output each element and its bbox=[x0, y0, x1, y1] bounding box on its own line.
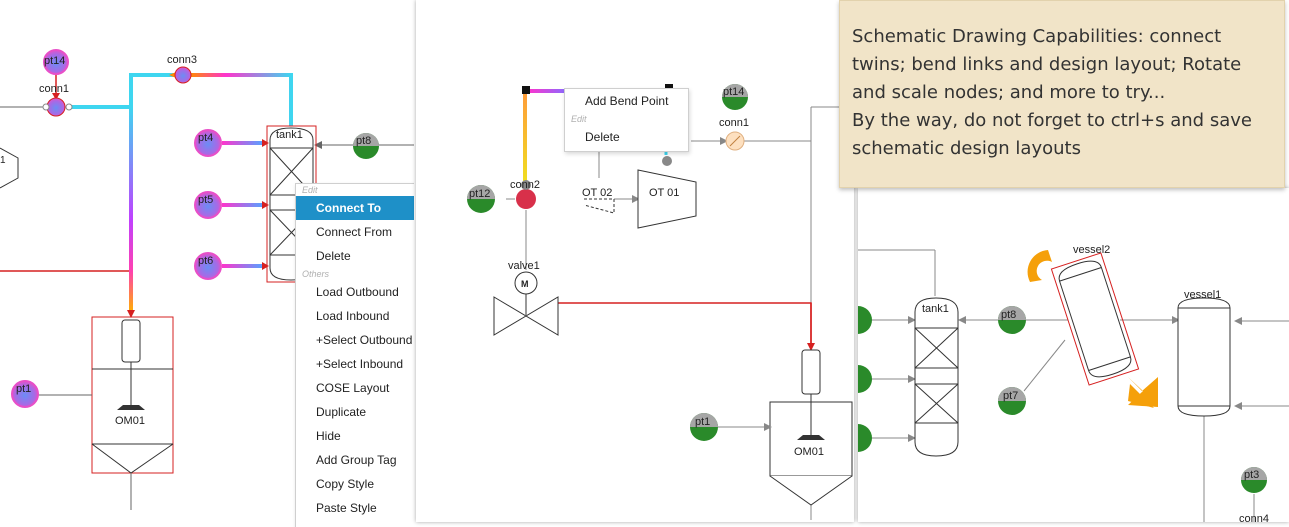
menu-item-delete[interactable]: Delete bbox=[585, 130, 620, 144]
menu-item-select-outbound[interactable]: +Select Outbound bbox=[316, 333, 413, 347]
context-menu-bend: Add Bend Point Edit Delete bbox=[564, 88, 689, 152]
menu-item-connect-to[interactable]: Connect To bbox=[296, 196, 414, 220]
menu-item-cose-layout[interactable]: COSE Layout bbox=[316, 381, 390, 395]
partial-label: 1 bbox=[0, 155, 6, 166]
conn4-label: conn4 bbox=[1239, 513, 1269, 522]
schematic-canvas-3[interactable]: tank1 pt8 pt7 vessel2 vessel1 bbox=[858, 188, 1289, 522]
pt7-label: pt7 bbox=[1003, 390, 1018, 402]
tank1-label: tank1 bbox=[276, 129, 303, 141]
schematic-canvas-2[interactable]: conn2 pt12 OT 02 OT 01 pt14 conn1 M valv… bbox=[416, 0, 854, 522]
pt3-label: pt3 bbox=[1244, 469, 1259, 481]
tank1-label: tank1 bbox=[922, 303, 949, 315]
conn3-tank1-link[interactable] bbox=[190, 73, 293, 126]
pt5-node[interactable]: pt5 bbox=[194, 191, 222, 219]
ot01-label: OT 01 bbox=[649, 187, 679, 199]
conn3-node[interactable]: conn3 bbox=[167, 54, 197, 84]
om01-label: OM01 bbox=[794, 446, 824, 458]
partial-node-left[interactable] bbox=[0, 147, 19, 189]
pt12-node[interactable]: pt12 bbox=[467, 185, 495, 213]
note-line-2: By the way, do not forget to ctrl+s and … bbox=[852, 110, 1252, 159]
menu-item-add-group-tag[interactable]: Add Group Tag bbox=[316, 453, 397, 467]
pt14-label: pt14 bbox=[44, 55, 65, 67]
menu-item-load-outbound[interactable]: Load Outbound bbox=[316, 285, 399, 299]
vessel2-node[interactable]: vessel2 bbox=[1050, 244, 1140, 386]
schematic-panel-connect[interactable]: 1 tank1 bbox=[0, 0, 414, 527]
scale-handle-icon[interactable] bbox=[1128, 377, 1158, 408]
pt5-label: pt5 bbox=[198, 194, 213, 206]
capabilities-note: Schematic Drawing Capabilities: connect … bbox=[839, 0, 1285, 188]
pt8-node[interactable]: pt8 bbox=[353, 133, 379, 159]
om01-node[interactable]: OM01 bbox=[91, 316, 174, 510]
pt8-node[interactable]: pt8 bbox=[998, 306, 1026, 334]
conn1-label: conn1 bbox=[39, 83, 69, 95]
menu-item-delete[interactable]: Delete bbox=[316, 249, 351, 263]
pt4-label: pt4 bbox=[198, 132, 213, 144]
red-link-valve[interactable] bbox=[558, 302, 812, 345]
pt3-node[interactable]: pt3 bbox=[1241, 467, 1267, 493]
schematic-panel-rotate[interactable]: tank1 pt8 pt7 vessel2 vessel1 bbox=[858, 188, 1289, 522]
ot01-node[interactable]: OT 01 bbox=[637, 169, 697, 229]
menu-item-paste-style[interactable]: Paste Style bbox=[316, 501, 377, 515]
red-link[interactable] bbox=[0, 110, 132, 272]
om01-label: OM01 bbox=[115, 415, 145, 427]
pt1-node[interactable]: pt1 bbox=[11, 380, 39, 408]
pt14-label: pt14 bbox=[723, 86, 744, 98]
pt14-node[interactable]: pt14 bbox=[43, 49, 69, 75]
pt7-node[interactable]: pt7 bbox=[998, 387, 1026, 415]
pt4-node[interactable]: pt4 bbox=[194, 129, 222, 157]
conn2-node[interactable]: conn2 bbox=[510, 179, 540, 209]
conn1-label: conn1 bbox=[719, 117, 749, 129]
conn2-label: conn2 bbox=[510, 179, 540, 191]
menu-item-select-inbound[interactable]: +Select Inbound bbox=[316, 357, 404, 371]
pt8-label: pt8 bbox=[1001, 309, 1016, 321]
conn3-label: conn3 bbox=[167, 54, 197, 66]
pt14-node[interactable]: pt14 bbox=[722, 84, 748, 110]
pt8-label: pt8 bbox=[356, 135, 371, 147]
ot02-node[interactable]: OT 02 bbox=[582, 187, 615, 214]
menu-item-hide[interactable]: Hide bbox=[316, 429, 341, 443]
pt1-label: pt1 bbox=[695, 416, 710, 428]
rotate-handle-icon[interactable] bbox=[1027, 250, 1052, 282]
schematic-canvas-1[interactable]: 1 tank1 bbox=[0, 0, 414, 527]
bend-handle[interactable] bbox=[522, 86, 530, 94]
gradient-link-om01[interactable] bbox=[129, 107, 133, 312]
menu-item-load-inbound[interactable]: Load Inbound bbox=[316, 309, 390, 323]
cyan-link[interactable] bbox=[68, 73, 176, 109]
pt1-node[interactable]: pt1 bbox=[690, 413, 718, 441]
conn1-node[interactable]: conn1 bbox=[39, 83, 73, 117]
context-menu-connect: Edit Connect To Connect From Delete Othe… bbox=[295, 183, 414, 527]
vessel1-node[interactable]: vessel1 bbox=[1177, 289, 1231, 417]
vessel2-label: vessel2 bbox=[1073, 244, 1110, 256]
om01-node[interactable]: OM01 bbox=[769, 349, 853, 506]
menu-section-edit: Edit bbox=[571, 114, 587, 124]
bent-link[interactable] bbox=[523, 90, 527, 185]
valve1-label: valve1 bbox=[508, 260, 540, 272]
vessel1-label: vessel1 bbox=[1184, 289, 1221, 301]
valve-motor-label: M bbox=[521, 279, 529, 289]
pt1-label: pt1 bbox=[16, 383, 31, 395]
ot02-label: OT 02 bbox=[582, 187, 612, 199]
conn1-node[interactable]: conn1 bbox=[719, 117, 749, 151]
menu-item-connect-from[interactable]: Connect From bbox=[316, 225, 393, 239]
pt6-node[interactable]: pt6 bbox=[194, 252, 222, 280]
menu-item-copy-style[interactable]: Copy Style bbox=[316, 477, 375, 491]
valve1-node[interactable]: M valve1 bbox=[493, 260, 559, 336]
note-line-1: Schematic Drawing Capabilities: connect … bbox=[852, 26, 1242, 103]
tank1-node[interactable]: tank1 bbox=[914, 297, 959, 457]
menu-section-others: Others bbox=[302, 269, 330, 279]
pt6-label: pt6 bbox=[198, 255, 213, 267]
pt12-label: pt12 bbox=[469, 188, 490, 200]
menu-section-edit: Edit bbox=[302, 185, 318, 195]
schematic-panel-bend[interactable]: conn2 pt12 OT 02 OT 01 pt14 conn1 M valv… bbox=[416, 0, 854, 522]
menu-item-duplicate[interactable]: Duplicate bbox=[316, 405, 367, 419]
menu-item-add-bend-point[interactable]: Add Bend Point bbox=[585, 94, 669, 108]
